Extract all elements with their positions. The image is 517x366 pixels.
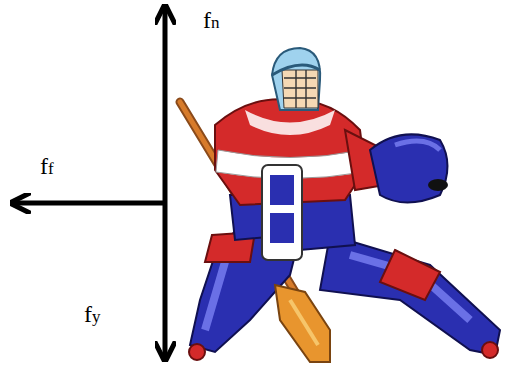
normal-force-arrow (163, 8, 168, 203)
force-label: fn (203, 8, 220, 32)
goalie-clipart (180, 48, 500, 362)
weight-force-arrow (163, 203, 168, 358)
force-label: ff (40, 154, 54, 178)
friction-force-arrow (14, 201, 167, 206)
force-label: fy (84, 302, 101, 326)
